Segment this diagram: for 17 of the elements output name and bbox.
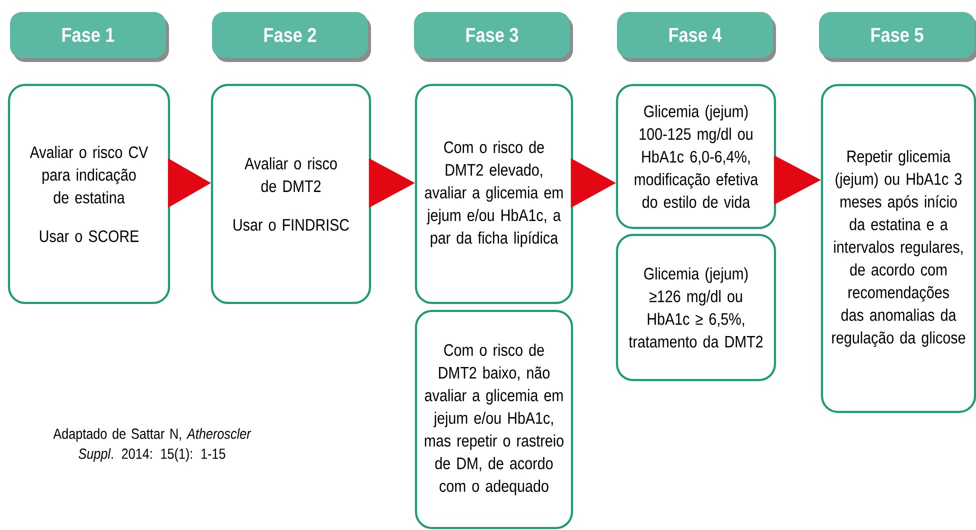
source-note: Adaptado de Sattar N, Atheroscler Suppl. 2014: 15(1): 1-15 [53,428,252,462]
step-box: Glicemia (jejum) 100-125 mg/dl ou HbA1c 6,0-6,4%, modificação efetiva do estilo de vida [616,84,776,230]
phase-tab: Fase 3 [414,12,573,62]
arrow [774,155,821,205]
phase-tab: Fase 5 [819,12,976,62]
step-box: Avaliar o risco CV para indicação de estatina Usar o SCORE [8,84,170,304]
step-box: Com o risco de DMT2 elevado, avaliar a glicemia em jejum e/ou HbA1c, a par da ficha lipídica [414,84,574,304]
step-box: Repetir glicemia (jejum) ou HbA1c 3 meses após início da estatina e a intervalos regulares, de acordo com recomendações das anomalias da regulação da glicose [820,84,976,414]
step-box: Glicemia (jejum) ≥126 mg/dl ou HbA1c ≥ 6,5%, tratamento da DMT2 [616,234,776,382]
phase-tab: Fase 1 [10,12,169,62]
phase-tab: Fase 4 [617,12,776,62]
arrow [368,158,415,208]
arrow [570,158,616,208]
phase-tab: Fase 2 [212,12,371,62]
step-box: Avaliar o risco de DMT2 Usar o FINDRISC [210,84,372,304]
step-box: Com o risco de DMT2 baixo, não avaliar a glicemia em jejum e/ou HbA1c, mas repetir o rastreio de DM, de acordo com o adequado [414,310,574,530]
arrow [168,158,211,208]
